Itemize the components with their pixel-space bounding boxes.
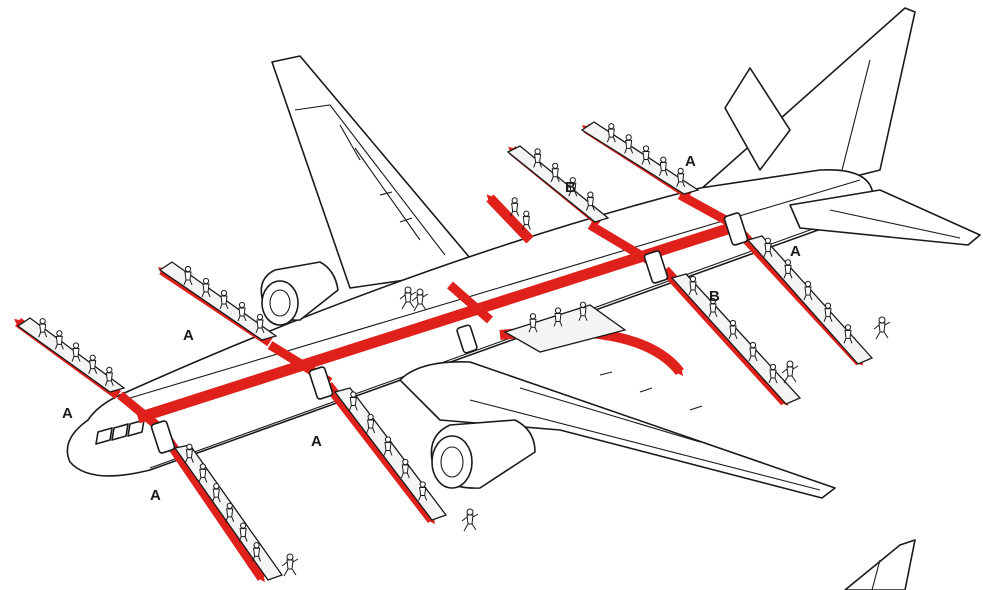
far-wing	[272, 56, 470, 288]
passenger-figure	[874, 317, 890, 339]
exit-label-a5: A	[685, 153, 696, 170]
second-aircraft-tail	[845, 540, 915, 590]
passenger-figure	[522, 211, 530, 230]
exit-label-a3: A	[183, 327, 194, 344]
near-engine	[431, 420, 535, 488]
passenger-figure	[282, 554, 298, 576]
exit-label-b2: B	[709, 288, 720, 305]
exit-label-b1: B	[565, 179, 576, 196]
exit-label-a1: A	[62, 405, 73, 422]
passenger-figure	[462, 509, 478, 531]
exit-label-a6: A	[790, 243, 801, 260]
passenger-figure	[511, 198, 519, 217]
passenger-figure	[782, 361, 798, 383]
exit-label-a2: A	[150, 487, 161, 504]
slide-route-front-near	[168, 440, 262, 578]
exit-label-a4: A	[311, 433, 322, 450]
